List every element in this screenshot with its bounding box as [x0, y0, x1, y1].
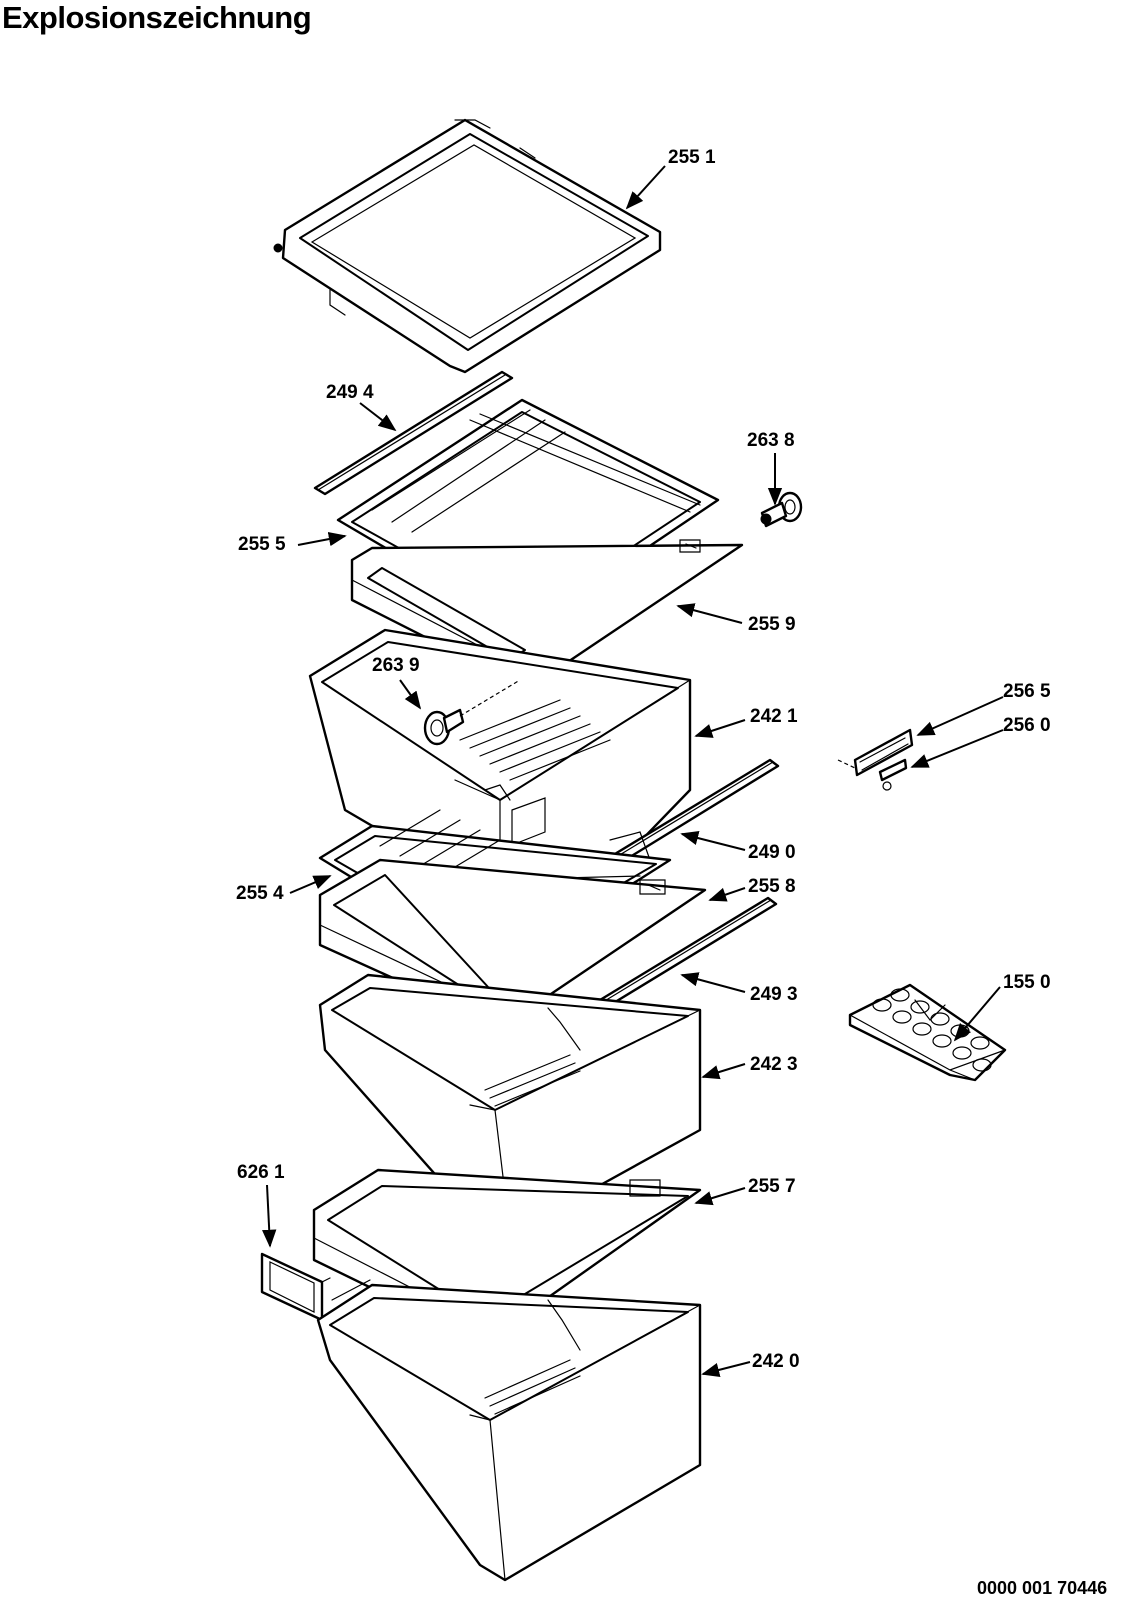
part-263-9-roller — [423, 679, 521, 746]
leader-lines — [262, 165, 1004, 1377]
callout-labels: 255 1 249 4 263 8 255 5 255 9 263 9 242 … — [236, 147, 1051, 1372]
callout-155-0: 155 0 — [1003, 972, 1051, 993]
callout-255-1: 255 1 — [668, 147, 716, 168]
callout-242-3: 242 3 — [750, 1054, 798, 1075]
part-263-8-knob — [760, 491, 803, 528]
callout-255-7: 255 7 — [748, 1176, 796, 1197]
callout-255-5: 255 5 — [238, 534, 286, 555]
callout-256-5: 256 5 — [1003, 681, 1051, 702]
part-256-0-clip — [837, 758, 908, 791]
callout-255-8: 255 8 — [748, 876, 796, 897]
part-242-0-bottom-drawer — [316, 1283, 702, 1582]
callout-242-1: 242 1 — [750, 706, 798, 727]
part-155-0-egg-tray — [848, 983, 1007, 1082]
part-256-5-clip — [853, 728, 914, 777]
callout-249-4: 249 4 — [326, 382, 374, 403]
callout-255-4: 255 4 — [236, 883, 284, 904]
callout-263-9: 263 9 — [372, 655, 420, 676]
callout-249-3: 249 3 — [750, 984, 798, 1005]
callout-263-8: 263 8 — [747, 430, 795, 451]
callout-249-0: 249 0 — [748, 842, 796, 863]
document-number: 0000 001 70446 — [977, 1578, 1108, 1598]
page-title: Explosionszeichnung — [2, 0, 312, 35]
callout-256-0: 256 0 — [1003, 715, 1051, 736]
callout-626-1: 626 1 — [237, 1162, 285, 1183]
part-249-4-trim-strip — [313, 370, 514, 496]
callout-255-9: 255 9 — [748, 614, 796, 635]
part-242-3-middle-drawer — [318, 973, 702, 1237]
part-255-1-glass-shelf — [273, 118, 662, 374]
callout-242-0: 242 0 — [752, 1351, 800, 1372]
